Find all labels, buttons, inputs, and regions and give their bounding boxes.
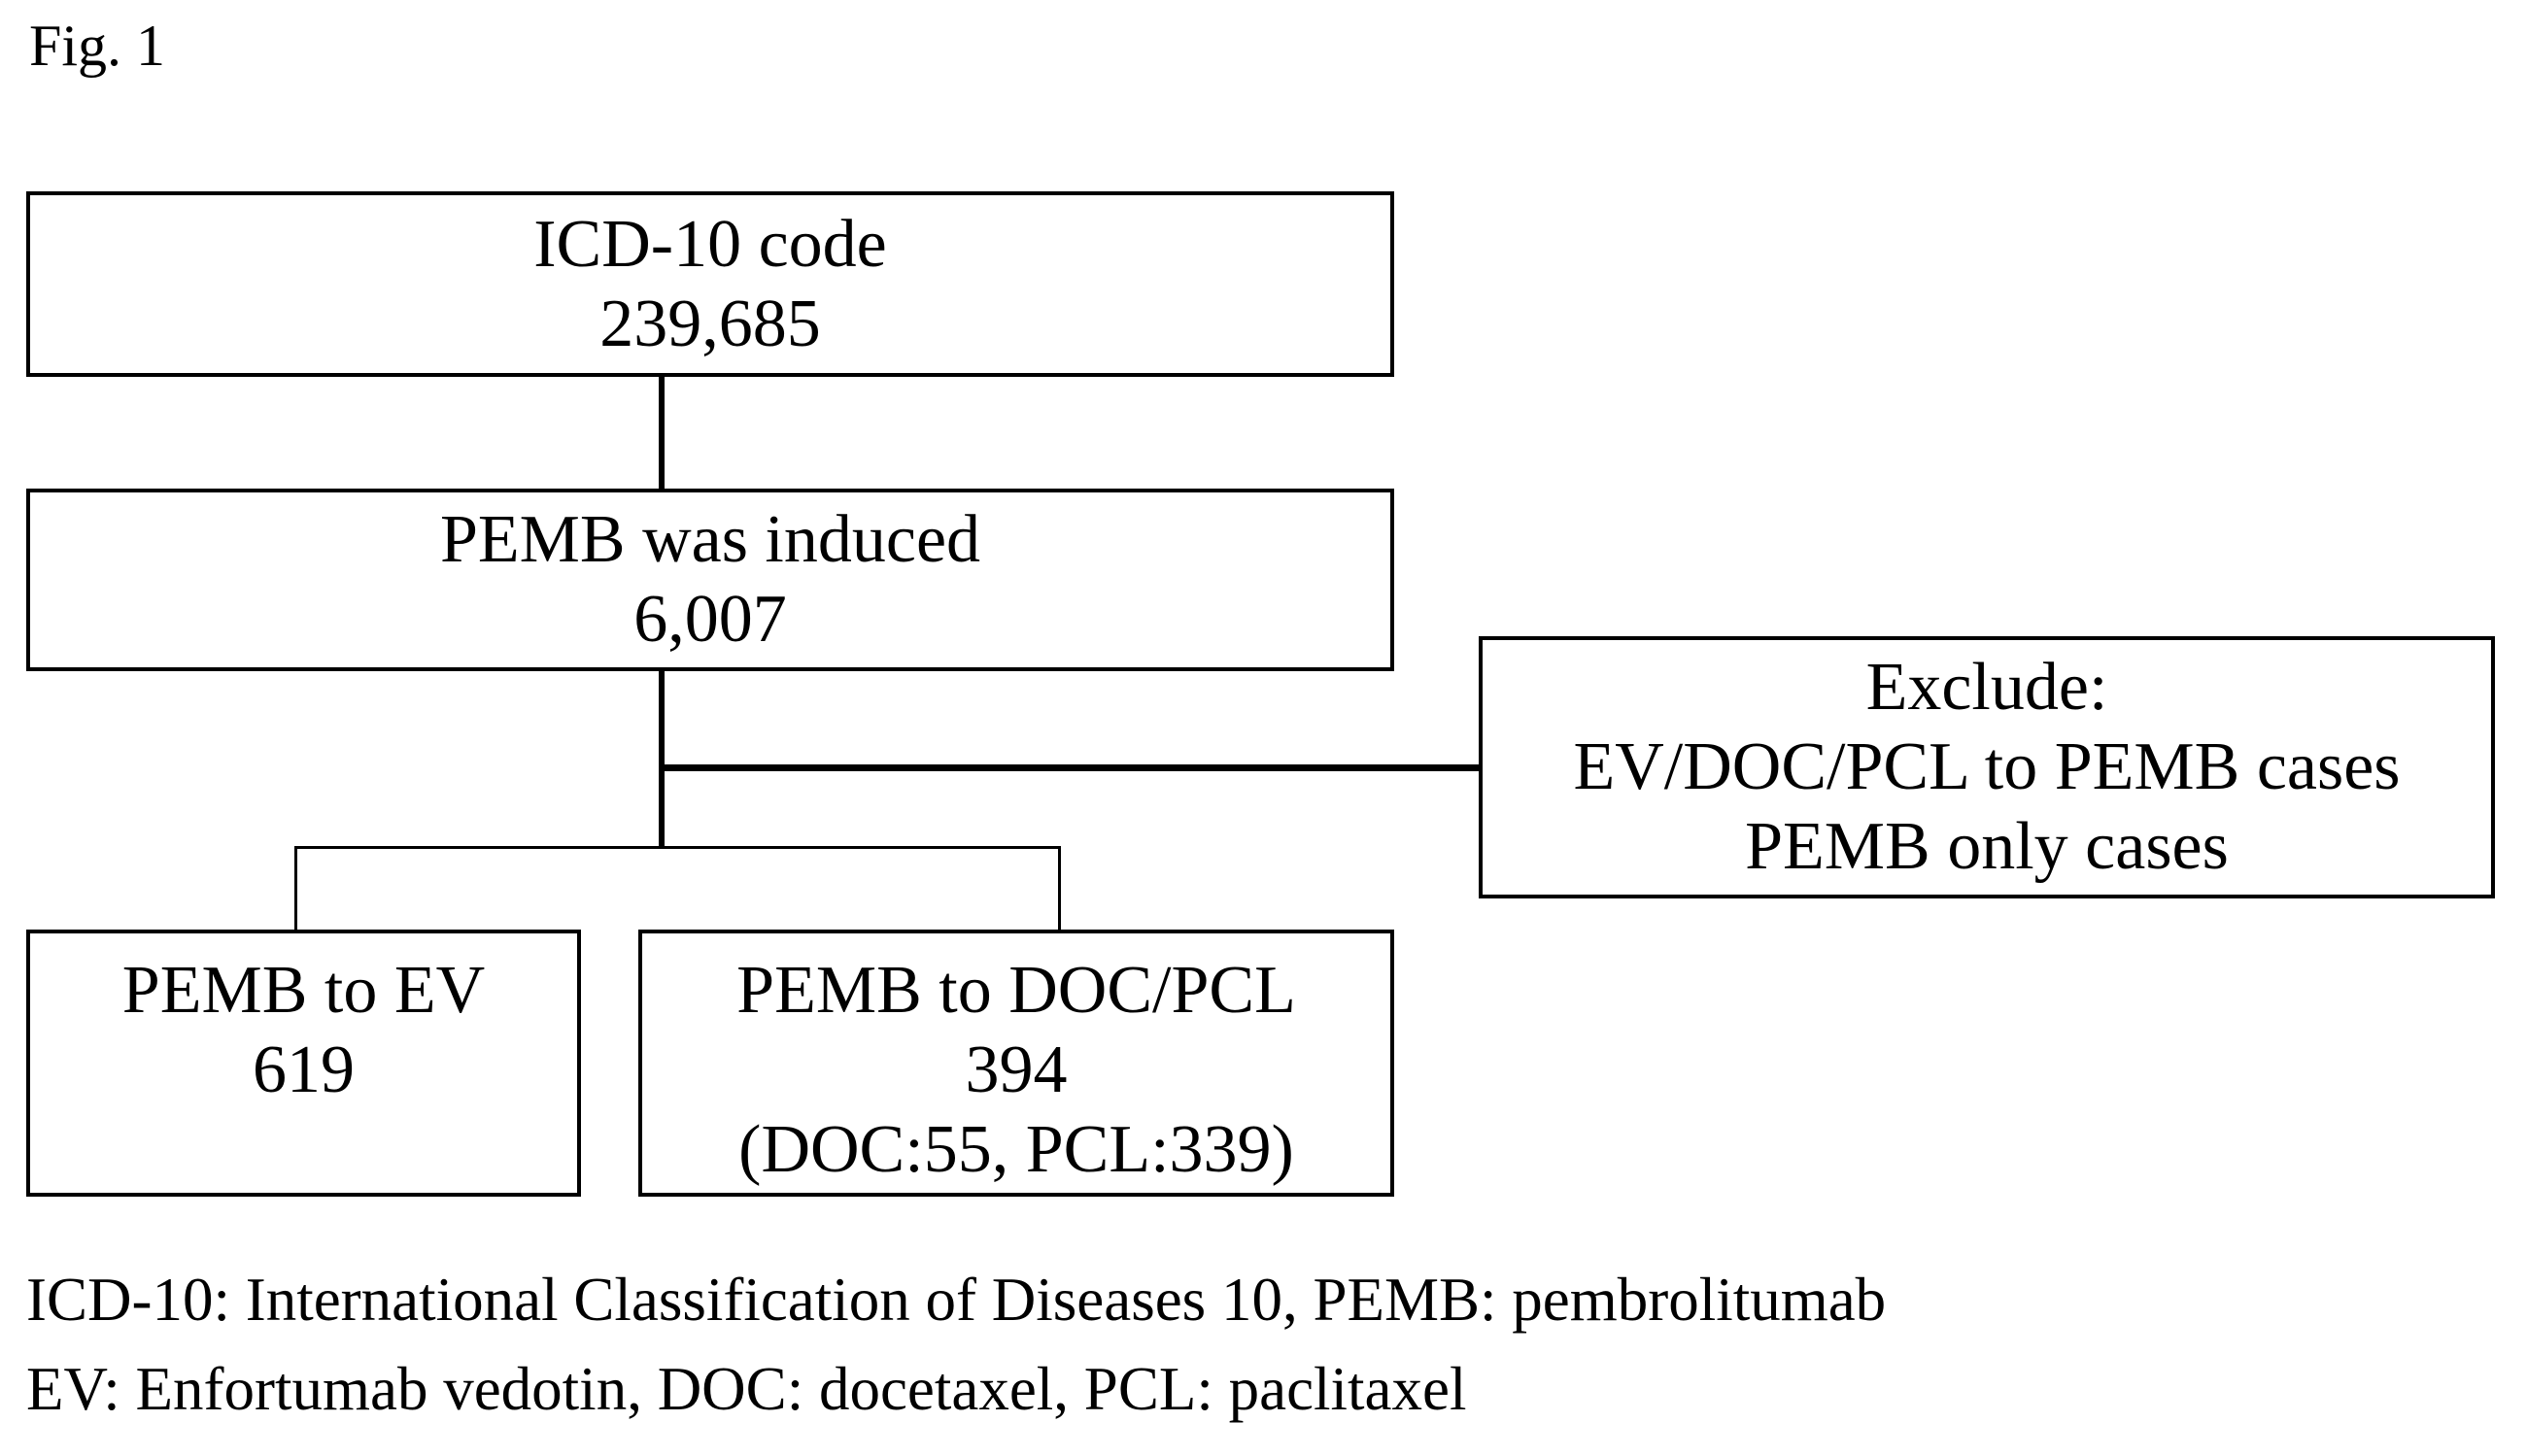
flowchart-box-pemb-to-ev: PEMB to EV 619	[26, 930, 581, 1197]
connector-icd10-to-pemb-vertical	[659, 377, 665, 489]
connector-leg-to-docpcl-box	[1058, 846, 1061, 930]
connector-split-horizontal	[294, 846, 1061, 849]
pemb-to-ev-title: PEMB to EV	[121, 953, 486, 1028]
pemb-induced-title: PEMB was induced	[439, 502, 981, 577]
flowchart-box-icd10-code: ICD-10 code 239,685	[26, 191, 1394, 377]
flowchart-box-pemb-to-docpcl: PEMB to DOC/PCL 394 (DOC:55, PCL:339)	[638, 930, 1394, 1197]
pemb-to-docpcl-title: PEMB to DOC/PCL	[736, 953, 1296, 1028]
exclude-criterion-1: EV/DOC/PCL to PEMB cases	[1573, 729, 2401, 804]
pemb-induced-count: 6,007	[633, 582, 787, 657]
figure-label: Fig. 1	[29, 14, 166, 78]
flowchart-box-pemb-induced: PEMB was induced 6,007	[26, 489, 1394, 671]
connector-leg-to-ev-box	[294, 846, 297, 930]
footnote-line-1: ICD-10: International Classification of …	[26, 1266, 1887, 1334]
icd10-box-count: 239,685	[599, 286, 821, 361]
icd10-box-title: ICD-10 code	[533, 206, 887, 282]
connector-exclude-branch-horizontal	[659, 764, 1481, 771]
pemb-to-ev-count: 619	[253, 1033, 355, 1107]
abbreviation-footnote: ICD-10: International Classification of …	[26, 1255, 1886, 1434]
flowchart-box-exclude: Exclude: EV/DOC/PCL to PEMB cases PEMB o…	[1479, 636, 2495, 898]
exclude-heading: Exclude:	[1865, 650, 2108, 725]
footnote-line-2: EV: Enfortumab vedotin, DOC: docetaxel, …	[26, 1355, 1467, 1423]
pemb-to-docpcl-detail: (DOC:55, PCL:339)	[738, 1112, 1294, 1187]
exclude-criterion-2: PEMB only cases	[1745, 809, 2229, 884]
connector-pemb-down-vertical	[659, 671, 665, 849]
pemb-to-docpcl-count: 394	[965, 1033, 1068, 1107]
